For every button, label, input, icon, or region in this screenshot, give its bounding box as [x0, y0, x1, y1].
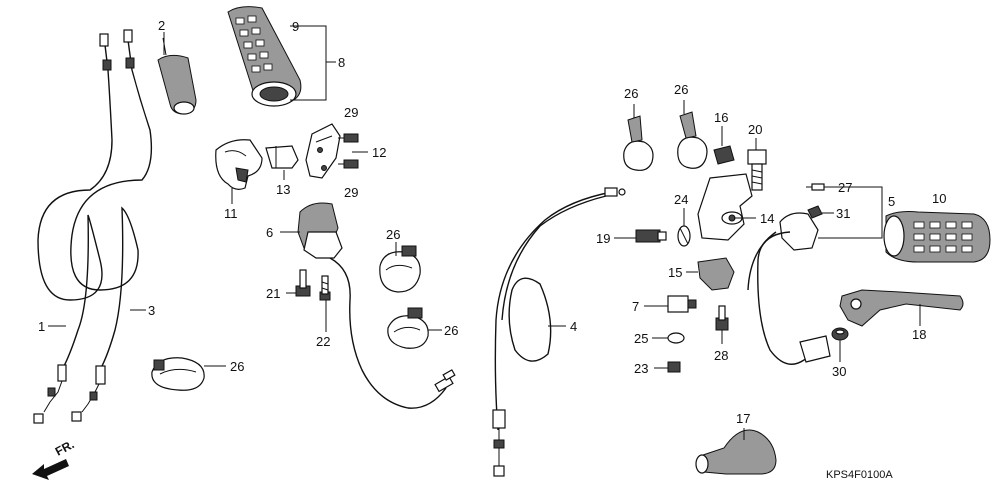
callout-numbers: 1 2 3 4 5 6 7 8 9 10 11 12 13 14 15 16 1…	[38, 18, 946, 426]
switch-6	[297, 202, 456, 409]
callout-14: 14	[760, 211, 774, 226]
callout-29: 29	[344, 105, 358, 120]
housing-clamp-12	[305, 123, 341, 179]
screw-21	[295, 269, 311, 297]
callout-21: 21	[266, 286, 280, 301]
callout-12: 12	[372, 145, 386, 160]
rubber-cover-2	[157, 37, 197, 115]
callout-9: 9	[292, 19, 299, 34]
callout-2: 2	[158, 18, 165, 33]
callout-23: 23	[634, 361, 648, 376]
bolt-19	[635, 229, 667, 243]
screw-23	[667, 361, 681, 373]
callout-26: 26	[674, 82, 688, 97]
lever-bracket-5	[747, 212, 831, 365]
callout-13: 13	[276, 182, 290, 197]
callout-11: 11	[224, 206, 238, 221]
callout-17: 17	[736, 411, 750, 426]
callout-30: 30	[832, 364, 846, 379]
callout-27: 27	[838, 180, 852, 195]
screw-27	[806, 183, 825, 191]
callout-7: 7	[632, 299, 639, 314]
callout-10: 10	[932, 191, 946, 206]
nut-30	[831, 327, 849, 341]
callout-18: 18	[912, 327, 926, 342]
callout-22: 22	[316, 334, 330, 349]
callout-3: 3	[148, 303, 155, 318]
nut-16	[713, 145, 735, 165]
callout-24: 24	[674, 192, 688, 207]
screw-22	[319, 275, 331, 301]
throttle-cable-1	[33, 33, 113, 424]
lever-holder-14	[697, 173, 753, 241]
switch-7	[667, 295, 697, 313]
callout-4: 4	[570, 319, 577, 334]
washer-25	[667, 332, 685, 344]
grip-10	[883, 211, 991, 263]
housing-bracket-13	[265, 145, 299, 169]
callout-5: 5	[888, 194, 895, 209]
band-clamp-26-d	[623, 115, 654, 171]
throttle-grip-9	[227, 6, 302, 107]
callout-31: 31	[836, 206, 850, 221]
callout-19: 19	[596, 231, 610, 246]
leader-lines	[48, 25, 921, 440]
callout-16: 16	[714, 110, 728, 125]
callout-26: 26	[444, 323, 458, 338]
callout-26: 26	[624, 86, 638, 101]
callout-15: 15	[668, 265, 682, 280]
diagram-code: KPS4F0100A	[826, 469, 893, 481]
nut-31	[807, 205, 823, 219]
rubber-boot-17	[695, 429, 777, 475]
adjuster-24	[677, 225, 691, 247]
band-clamp-26-a	[379, 245, 421, 293]
clutch-cable-4	[492, 187, 626, 477]
throttle-cable-3	[70, 29, 153, 422]
callout-29: 29	[344, 185, 358, 200]
band-clamp-26-e	[677, 111, 708, 169]
bolt-20	[747, 149, 767, 191]
clutch-lever-18	[839, 289, 964, 327]
callout-25: 25	[634, 331, 648, 346]
callout-20: 20	[748, 122, 762, 137]
front-arrow-icon: FR.	[32, 437, 76, 480]
callout-6: 6	[266, 225, 273, 240]
screw-29-bottom	[338, 159, 359, 169]
band-clamp-26-c	[151, 357, 205, 391]
throttle-housing-11	[215, 139, 263, 190]
screw-29-top	[338, 133, 359, 143]
callout-1: 1	[38, 319, 45, 334]
callout-26: 26	[230, 359, 244, 374]
clamp-15	[697, 257, 735, 291]
screw-28	[715, 305, 729, 331]
callout-28: 28	[714, 348, 728, 363]
band-clamp-26-b	[387, 307, 429, 349]
callout-26: 26	[386, 227, 400, 242]
direction-label: FR.	[53, 437, 77, 458]
callout-8: 8	[338, 55, 345, 70]
